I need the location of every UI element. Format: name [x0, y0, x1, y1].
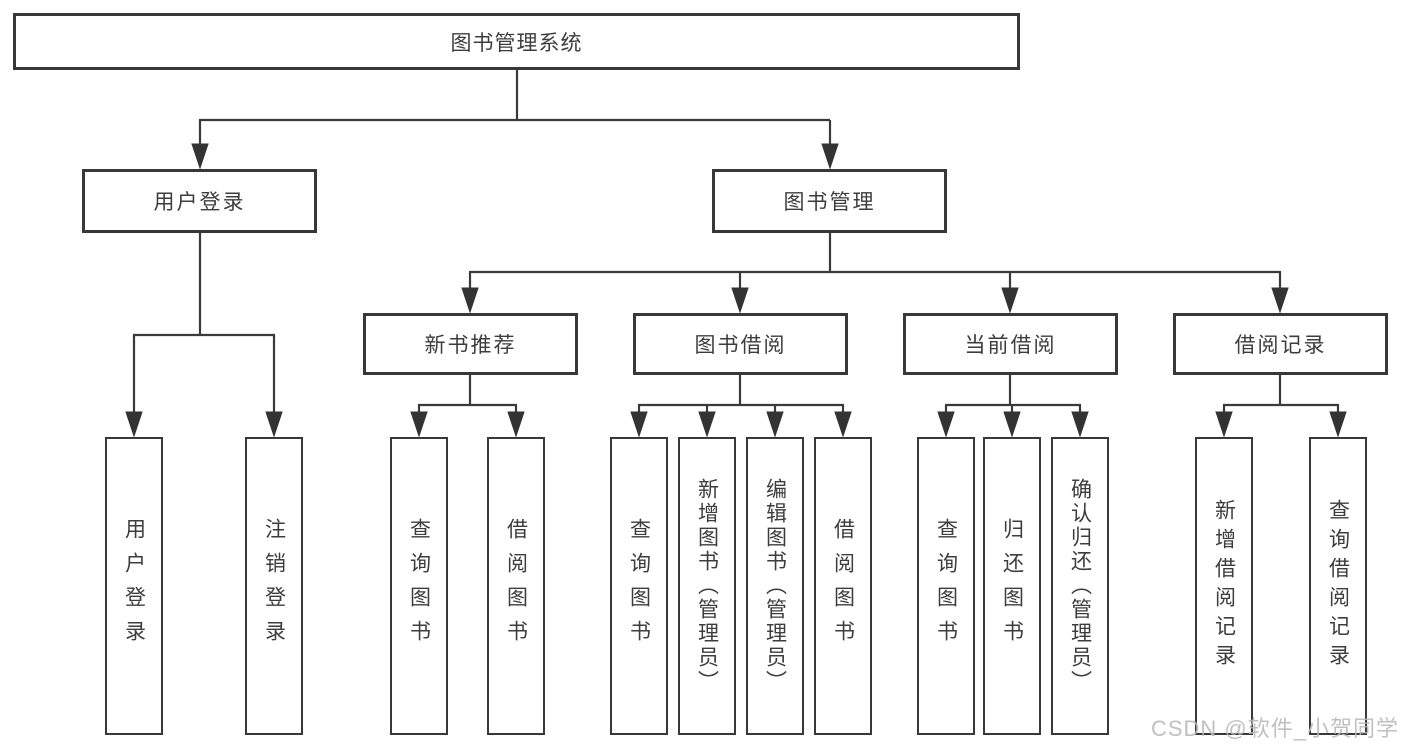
arrow-down-icon [821, 143, 839, 170]
node-label: 新增借阅记录 [1212, 499, 1236, 673]
leaf-add-book-admin: 新增图书（管理员） [678, 437, 736, 735]
leaf-query-book-recommend: 查询图书 [390, 437, 448, 735]
leaf-borrow-book-recommend: 借阅图书 [487, 437, 545, 735]
arrow-down-icon [937, 411, 955, 438]
leaf-query-book-current: 查询图书 [917, 437, 975, 735]
node-label: 借阅记录 [1234, 334, 1327, 357]
leaf-user-login: 用户登录 [105, 437, 163, 735]
node-label: 编辑图书（管理员） [763, 478, 787, 694]
arrow-down-icon [1271, 287, 1289, 314]
leaf-query-book-borrow: 查询图书 [610, 437, 668, 735]
arrow-down-icon [698, 411, 716, 438]
leaf-borrow-book: 借阅图书 [814, 437, 872, 735]
node-label: 新增图书（管理员） [695, 478, 719, 694]
node-label: 查询图书 [627, 518, 651, 654]
arrow-down-icon [1001, 287, 1019, 314]
node-label: 注销登录 [262, 518, 286, 654]
connector-record-branch [1215, 375, 1347, 438]
node-label: 查询借阅记录 [1326, 499, 1350, 673]
arrow-down-icon [410, 411, 428, 438]
node-new-book-recommend: 新书推荐 [363, 313, 578, 375]
node-user-login: 用户登录 [82, 169, 317, 233]
arrow-down-icon [191, 143, 209, 170]
arrow-down-icon [1003, 411, 1021, 438]
connector-book-mgmt-to-level2 [461, 233, 1289, 314]
connector-borrow-branch [630, 375, 852, 438]
node-label: 查询图书 [934, 518, 958, 654]
node-borrow-record: 借阅记录 [1173, 313, 1388, 375]
node-label: 新书推荐 [424, 334, 517, 357]
node-root-system: 图书管理系统 [13, 13, 1020, 70]
arrow-down-icon [1071, 411, 1089, 438]
node-current-borrow: 当前借阅 [903, 313, 1118, 375]
leaf-confirm-return-admin: 确认归还（管理员） [1051, 437, 1109, 735]
node-label: 图书管理 [783, 191, 876, 214]
connector-root-to-level1 [191, 70, 839, 170]
node-label: 借阅图书 [831, 518, 855, 654]
arrow-down-icon [1329, 411, 1347, 438]
arrow-down-icon [125, 411, 143, 438]
connector-user-login-branch [125, 233, 283, 438]
leaf-return-book: 归还图书 [983, 437, 1041, 735]
node-label: 确认归还（管理员） [1068, 478, 1092, 694]
leaf-add-borrow-record: 新增借阅记录 [1195, 437, 1253, 735]
arrow-down-icon [1215, 411, 1233, 438]
arrow-down-icon [731, 287, 749, 314]
leaf-query-borrow-record: 查询借阅记录 [1309, 437, 1367, 735]
node-label: 图书借阅 [694, 334, 787, 357]
arrow-down-icon [834, 411, 852, 438]
node-label: 查询图书 [407, 518, 431, 654]
arrow-down-icon [265, 411, 283, 438]
leaf-edit-book-admin: 编辑图书（管理员） [746, 437, 804, 735]
node-label: 用户登录 [153, 191, 246, 214]
arrow-down-icon [766, 411, 784, 438]
node-label: 借阅图书 [504, 518, 528, 654]
connector-current-branch [937, 375, 1089, 438]
node-label: 当前借阅 [964, 334, 1057, 357]
node-label: 归还图书 [1000, 518, 1024, 654]
arrow-down-icon [461, 287, 479, 314]
csdn-watermark: CSDN @软件_小贺同学 [1150, 716, 1399, 741]
leaf-logout: 注销登录 [245, 437, 303, 735]
arrow-down-icon [507, 411, 525, 438]
node-label: 用户登录 [122, 518, 146, 654]
node-book-management: 图书管理 [712, 169, 947, 233]
node-book-borrow: 图书借阅 [633, 313, 848, 375]
arrow-down-icon [630, 411, 648, 438]
connector-recommend-branch [410, 375, 525, 438]
node-label: 图书管理系统 [450, 31, 583, 55]
